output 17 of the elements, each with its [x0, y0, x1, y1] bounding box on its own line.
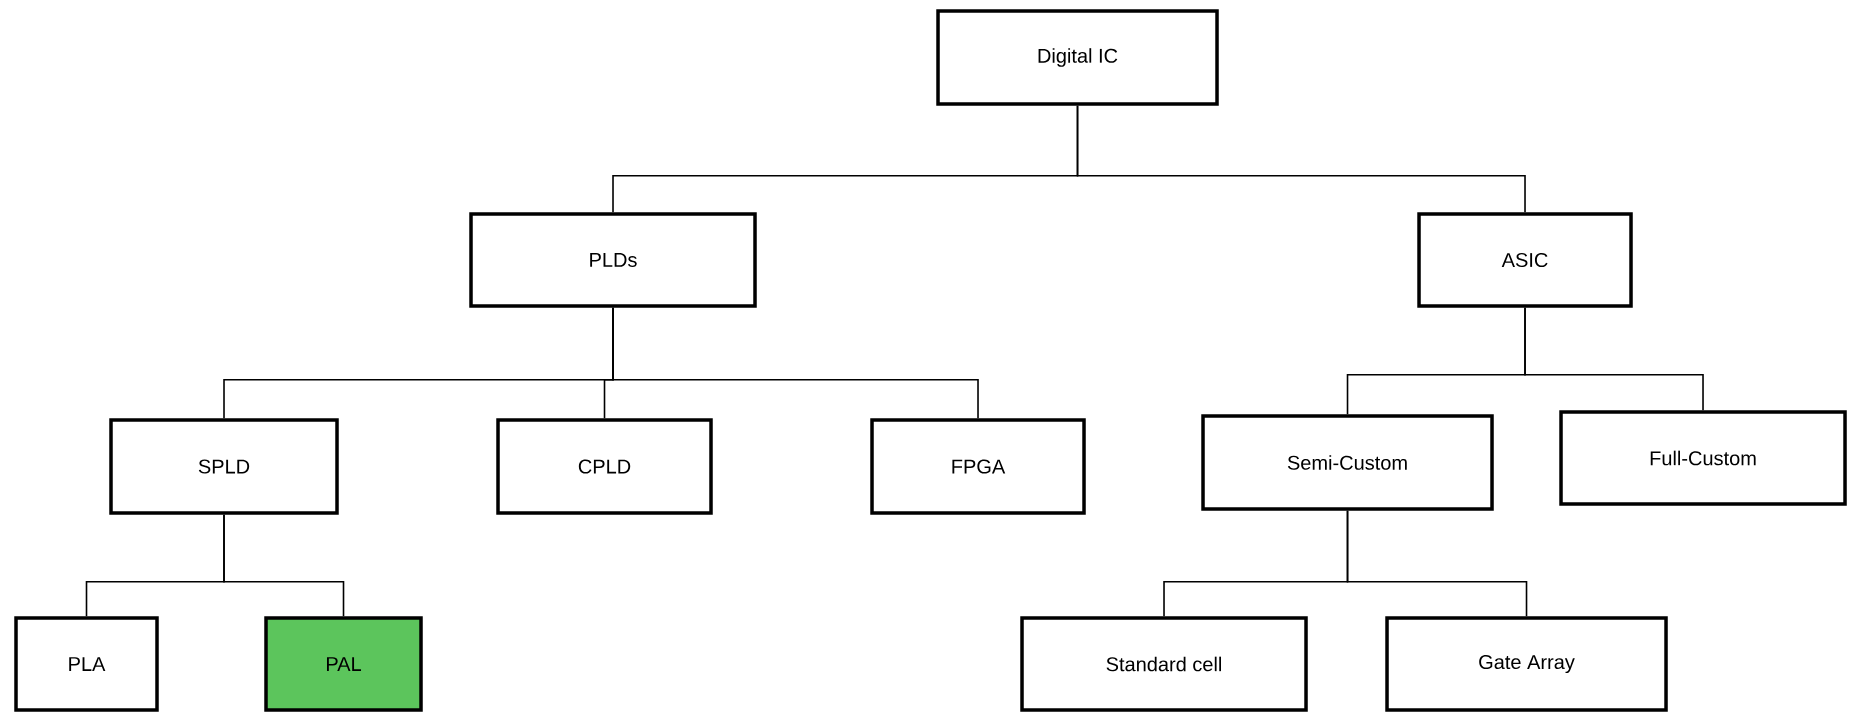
category-box: Semi-Custom: [1201, 414, 1494, 511]
category-box: SPLD: [109, 418, 339, 515]
category-box: Standard cell: [1020, 616, 1308, 712]
connector-line: [1076, 104, 1526, 214]
category-box: PLDs: [469, 212, 757, 308]
category-box: Digital IC: [936, 9, 1219, 106]
category-box: FPGA: [870, 418, 1086, 515]
category-box: PLA: [14, 616, 159, 712]
connector-line: [1524, 306, 1704, 412]
connector-line: [612, 306, 979, 420]
connector-line: [1346, 509, 1528, 618]
category-box: Full-Custom: [1559, 410, 1847, 506]
category-box: CPLD: [496, 418, 713, 515]
connector-line: [223, 513, 345, 618]
category-box: ASIC: [1417, 212, 1633, 308]
category-box: PAL: [264, 616, 423, 712]
category-box: Gate Array: [1385, 616, 1668, 712]
